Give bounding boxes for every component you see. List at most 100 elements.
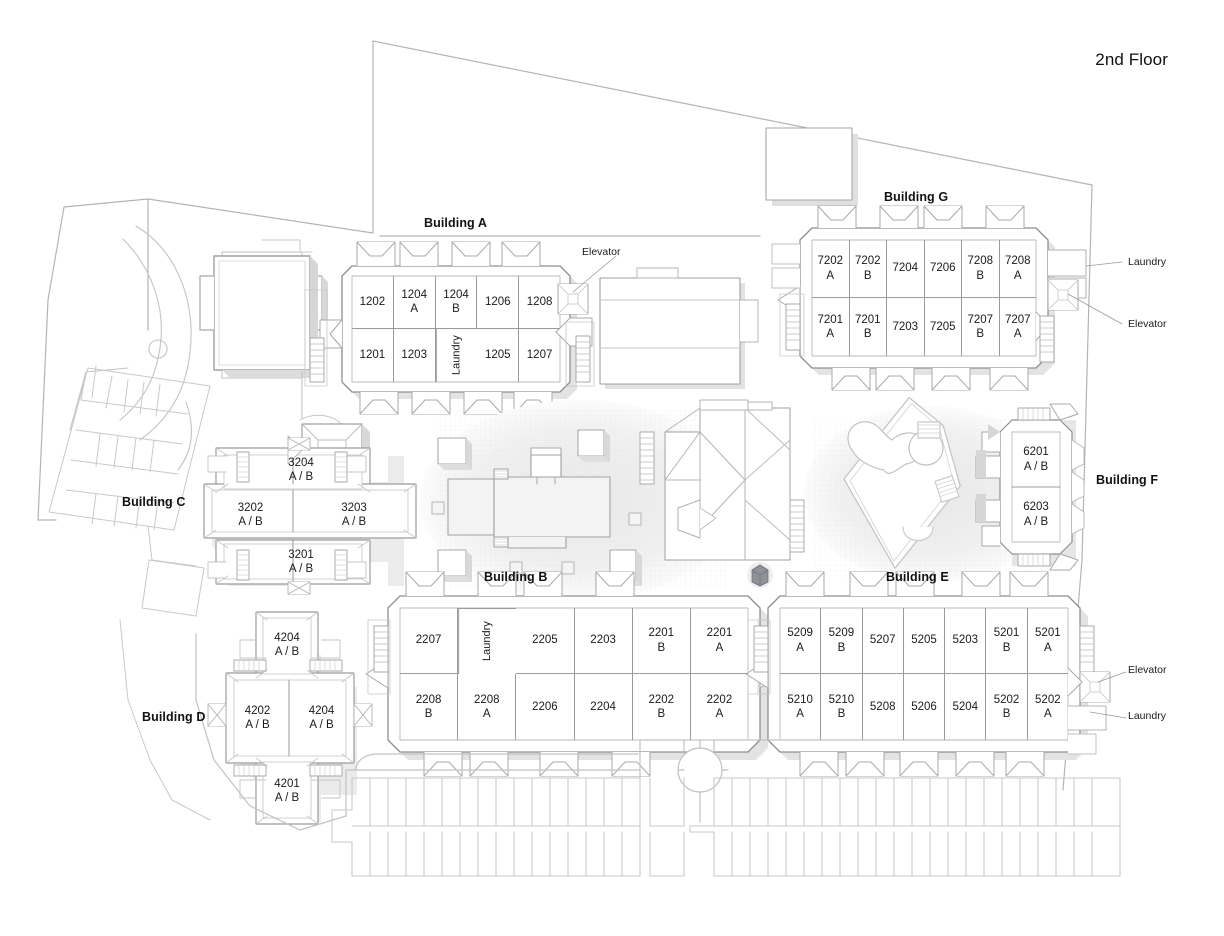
central-amenity-building	[639, 399, 805, 561]
entry-drive-west	[69, 225, 193, 471]
building-label-a: Building A	[424, 216, 488, 230]
unit-1207[interactable]: 1207	[526, 349, 553, 362]
unit-5205[interactable]: 5205	[903, 608, 946, 674]
unit-2205[interactable]: 2205	[516, 608, 575, 674]
clubhouse-building	[199, 239, 328, 379]
building-label-g: Building G	[884, 190, 949, 204]
unit-2204[interactable]: 2204	[575, 674, 633, 740]
building-d-shell	[207, 611, 373, 825]
unit-7204[interactable]: 7204	[887, 240, 925, 298]
parking-lot-west	[48, 365, 211, 567]
unit-2203[interactable]: 2203	[574, 608, 633, 674]
south-drive	[195, 633, 1029, 831]
building-label-f: Building F	[1096, 473, 1159, 487]
callout-elevator-building-g: Elevator	[1128, 318, 1167, 330]
unit-7206[interactable]: 7206	[924, 240, 962, 298]
pad-southwest	[119, 559, 211, 821]
callout-laundry-building-e: Laundry	[1128, 710, 1166, 722]
building-label-b: Building B	[484, 570, 548, 584]
building-label-d: Building D	[142, 710, 206, 724]
building-c-shell	[203, 435, 417, 595]
unit-5203[interactable]: 5203	[945, 608, 987, 674]
unit-7203[interactable]: 7203	[887, 298, 925, 356]
unit-1208[interactable]: 1208	[519, 276, 560, 329]
page-title: 2nd Floor	[1095, 50, 1168, 69]
building-a-row-lower: 1201 1203 Laundry 1205 1207	[352, 329, 560, 382]
unit-1203[interactable]: 1203	[394, 329, 436, 382]
parking-lot-south	[331, 777, 1121, 877]
building-e-shell	[745, 571, 1127, 777]
unit-5208[interactable]: 5208	[863, 674, 904, 740]
unit-1206[interactable]: 1206	[477, 276, 520, 329]
building-a-laundry: Laundry	[435, 329, 478, 382]
callout-elevator-building-e: Elevator	[1128, 664, 1167, 676]
building-label-c: Building C	[122, 495, 186, 509]
building-f-shell	[975, 403, 1085, 571]
unit-5207[interactable]: 5207	[862, 608, 904, 674]
unit-1201[interactable]: 1201	[352, 329, 394, 382]
callout-elevator-building-a: Elevator	[582, 246, 621, 258]
unit-2207[interactable]: 2207	[400, 608, 459, 674]
unit-7205[interactable]: 7205	[925, 298, 962, 356]
unit-5204[interactable]: 5204	[945, 674, 987, 740]
building-a-shell	[304, 241, 617, 415]
site-marker	[747, 562, 773, 588]
building-label-e: Building E	[886, 570, 949, 584]
unit-5206[interactable]: 5206	[904, 674, 946, 740]
pool-spa	[847, 421, 960, 541]
building-b-laundry: Laundry	[458, 608, 517, 674]
unit-1202[interactable]: 1202	[352, 276, 394, 329]
unit-2206[interactable]: 2206	[516, 674, 575, 740]
maintenance-building	[599, 267, 759, 389]
unit-1205[interactable]: 1205	[477, 329, 520, 382]
callout-laundry-building-g: Laundry	[1128, 256, 1166, 268]
pad-northeast	[765, 127, 858, 206]
